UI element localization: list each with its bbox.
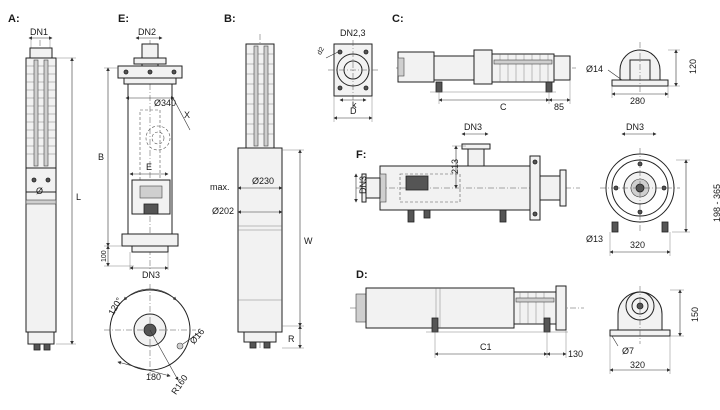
diameter-label: Ø xyxy=(36,186,43,196)
f-d13-label: Ø13 xyxy=(586,234,603,244)
max-label: max. xyxy=(210,182,230,192)
flange-k-label: k xyxy=(352,100,357,110)
section-e-shroud-pump: E: DN2 Ø340 X E xyxy=(98,13,191,280)
dim-150-label: 150 xyxy=(690,307,700,322)
dim-198-365-label: 198 - 365 xyxy=(712,184,720,222)
section-c-end-view: Ø14 120 280 xyxy=(586,42,698,106)
section-d-title: D: xyxy=(356,269,368,281)
d-d7-label: Ø7 xyxy=(622,346,634,356)
f-end-dn3-label: DN3 xyxy=(626,122,644,132)
r-dimension-label: R xyxy=(288,334,295,344)
dn2-label: DN2 xyxy=(138,27,156,37)
c-dimension-label: C xyxy=(500,102,507,112)
dim-180-label: 180 xyxy=(146,372,161,382)
section-f-horizontal-shroud: F: DN3 DN3 213 xyxy=(354,122,580,223)
section-f-title: F: xyxy=(356,149,366,161)
hidden-outlet-ring xyxy=(145,125,171,151)
c1-dimension-label: C1 xyxy=(480,342,492,352)
dim-100-label: 100 xyxy=(101,250,108,262)
section-a-vertical-pump: A: DN1 Ø L xyxy=(8,13,81,351)
dim-130-label: 130 xyxy=(568,349,583,359)
section-c-horizontal-pump: C: C 85 xyxy=(392,13,576,112)
d-dim-320-label: 320 xyxy=(630,360,645,370)
diameter-340-label: Ø340 xyxy=(154,98,176,108)
diameter-230-label: Ø230 xyxy=(252,176,274,186)
flange-d2-label: d2 xyxy=(316,46,326,56)
f-dn3-side-label: DN3 xyxy=(358,176,368,194)
dn3-e-label: DN3 xyxy=(142,270,160,280)
dim-120-label: 120 xyxy=(688,59,698,74)
w-dimension-label: W xyxy=(304,236,313,246)
flange-dn-label: DN2,3 xyxy=(340,28,366,38)
section-e-title: E: xyxy=(118,13,129,25)
dim-280-label: 280 xyxy=(630,96,645,106)
dim-213-label: 213 xyxy=(450,159,460,174)
diameter-202-label: Ø202 xyxy=(212,206,234,216)
dn1-label: DN1 xyxy=(30,27,48,37)
x-dimension-label: X xyxy=(184,110,190,120)
length-l-label: L xyxy=(76,192,81,202)
f-dn3-top-label: DN3 xyxy=(464,122,482,132)
section-d-horizontal-jacket: D: C1 130 xyxy=(350,269,584,359)
b-dimension-label: B xyxy=(98,152,104,162)
f-dim-320-label: 320 xyxy=(630,240,645,250)
section-b-title: B: xyxy=(224,13,236,25)
section-d-end-view: 150 Ø7 320 xyxy=(609,286,700,374)
angle-120-label: 120° xyxy=(106,295,124,316)
flange-detail: DN2,3 d2 k D xyxy=(316,28,378,122)
e-dimension-label: E xyxy=(146,162,152,172)
flange-d-label: D xyxy=(350,106,357,116)
radius-160-label: R160 xyxy=(169,373,190,396)
section-e-plan-view: 120° Ø16 180 R160 xyxy=(104,284,206,396)
dim-85-label: 85 xyxy=(554,102,564,112)
section-a-title: A: xyxy=(8,13,20,25)
c-d14-label: Ø14 xyxy=(586,64,603,74)
section-f-end-view: DN3 Ø13 198 - 365 320 xyxy=(586,122,720,256)
section-b-jacket-pump: B: max. Ø230 Ø202 W xyxy=(210,13,313,350)
bolt-d16-label: Ø16 xyxy=(188,327,207,346)
section-c-title: C: xyxy=(392,13,404,25)
